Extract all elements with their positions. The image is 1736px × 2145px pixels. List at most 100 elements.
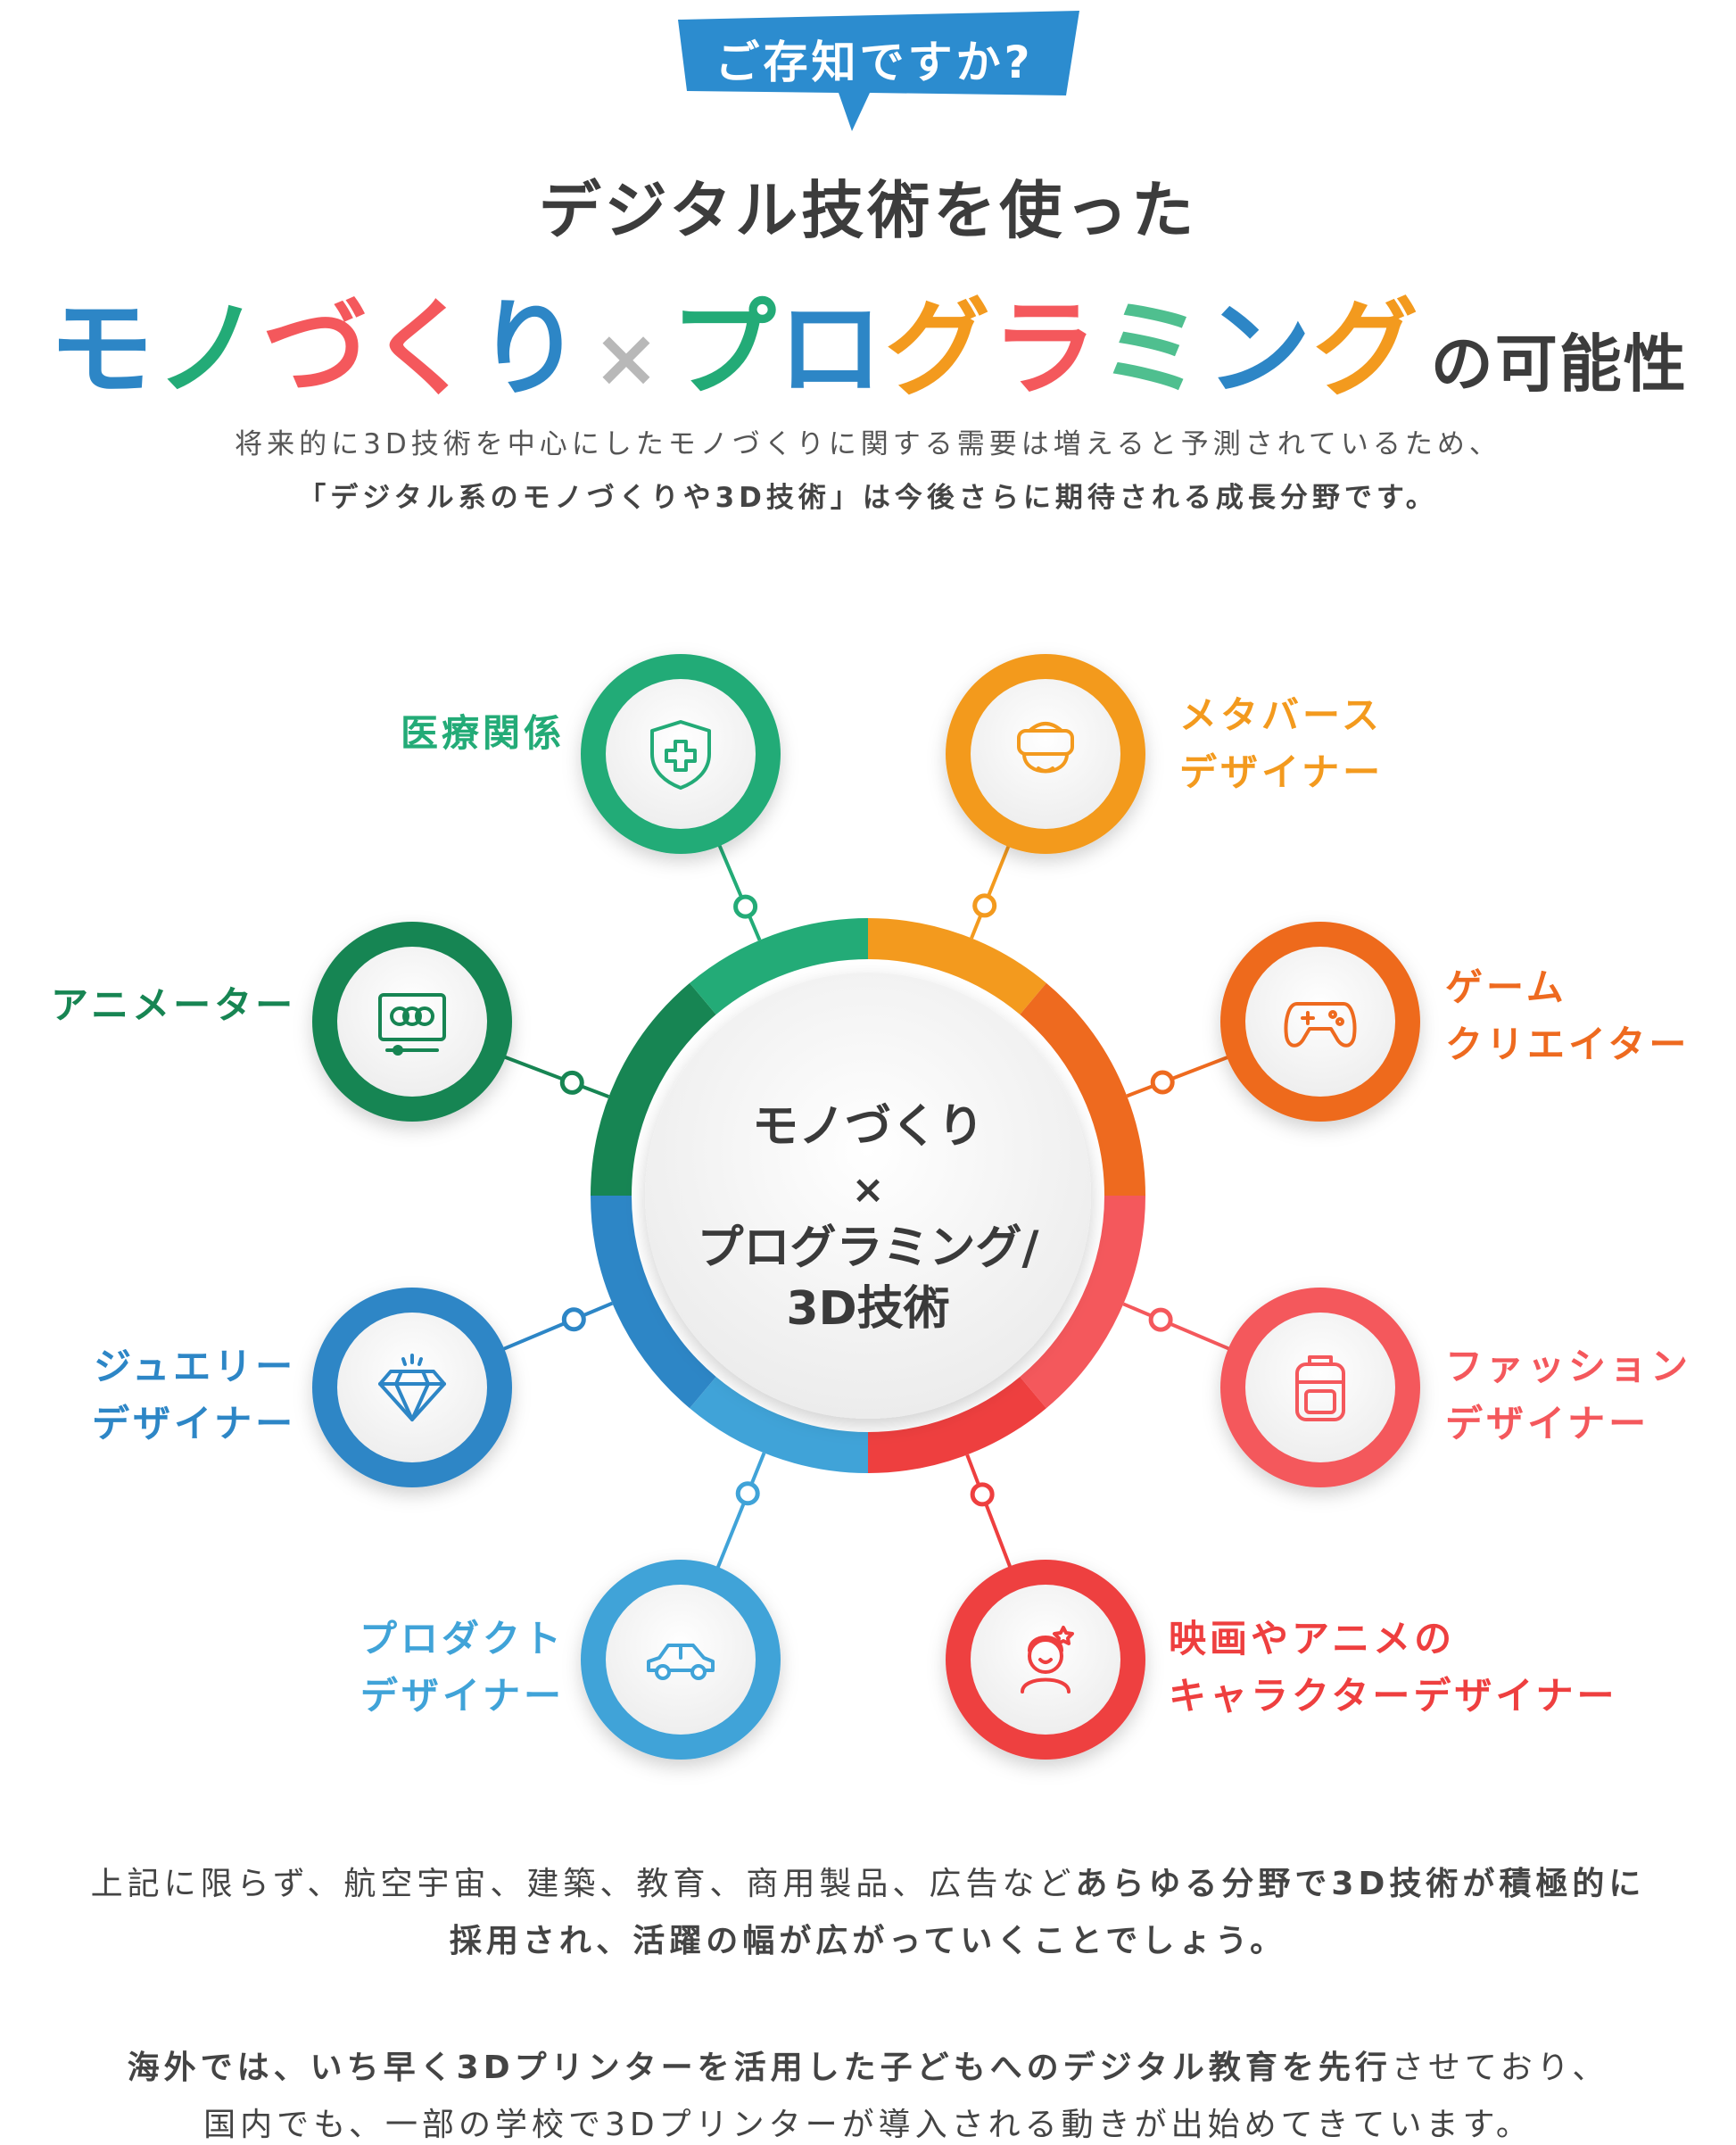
headline-cross: × [592, 311, 662, 405]
footer-p2-line2: 国内でも、一部の学校で3Dプリンターが導入される動きが出始めてきています。 [203, 2107, 1533, 2143]
headline-word-monozukuri: モノづくり [48, 287, 583, 410]
career-label-line: キャラクターデザイナー [1169, 1674, 1618, 1718]
connector-joint [559, 1070, 584, 1095]
badge-bubble [678, 11, 1079, 131]
connector-line [965, 1453, 1013, 1569]
node-inner-circle [971, 1585, 1120, 1735]
node-inner-circle [337, 947, 487, 1097]
career-label: アニメーター [51, 977, 296, 1034]
vr-headset-icon [1017, 722, 1074, 774]
connector-line [717, 843, 762, 941]
shield-plus-icon [650, 720, 711, 790]
connector-line [970, 844, 1011, 940]
ring-segment [867, 918, 1046, 1015]
connector-line [715, 1452, 766, 1569]
film-reel-icon [378, 993, 446, 1056]
connector-lines [501, 843, 1231, 1569]
ring-segment [1020, 1195, 1145, 1409]
headline-char: ラ [991, 287, 1099, 410]
career-label: ファッションデザイナー [1445, 1338, 1691, 1453]
node-inner-circle [606, 679, 756, 829]
character-icon [1021, 1626, 1074, 1694]
career-label-line: メタバース [1179, 693, 1383, 737]
headline-word-programming: プログラミング [671, 287, 1420, 410]
connector-line [1122, 1302, 1231, 1351]
hub-line1: モノづくり [752, 1100, 984, 1154]
node-inner-circle [1245, 1313, 1395, 1462]
headline-char: モ [48, 287, 156, 410]
career-node [312, 922, 512, 1122]
career-label-line: デザイナー [1179, 750, 1385, 794]
connector-joint [561, 1307, 586, 1332]
headline-char: ロ [777, 287, 885, 410]
ring-segment [1020, 982, 1145, 1197]
connector-line [501, 1301, 614, 1352]
node-inner-circle [337, 1313, 487, 1462]
headline-char: く [369, 287, 477, 410]
headline-char: り [476, 287, 584, 410]
connector-line [1126, 1055, 1230, 1098]
career-node [1220, 1288, 1420, 1487]
career-label: 医療関係 [401, 705, 565, 762]
career-label-line: デザイナー [360, 1674, 566, 1718]
headline-line2: モノづくり×プログラミングの可能性 [0, 263, 1736, 416]
footer-p1-line2: 採用され、活躍の幅が広がっていくことでしょう。 [449, 1923, 1287, 1959]
ring-segment [591, 1195, 716, 1409]
career-label: プロダクトデザイナー [360, 1611, 565, 1725]
career-node [946, 654, 1145, 854]
hub-line2: × [852, 1167, 885, 1213]
hub-circle [645, 973, 1091, 1419]
career-label-line: プロダクト [360, 1617, 566, 1661]
career-label: ジュエリーデザイナー [92, 1338, 296, 1453]
career-label-line: ファッション [1445, 1345, 1692, 1388]
headline-char: グ [1312, 287, 1420, 410]
lead-line2: 「デジタル系のモノづくりや3D技術」は今後さらに期待される成長分野です。 [298, 482, 1438, 514]
car-icon [647, 1644, 715, 1680]
ring-segment [867, 1376, 1046, 1473]
career-label-line: 医療関係 [401, 711, 566, 755]
headline-char: づ [262, 287, 370, 410]
footer-p2-line1: 海外では、いち早く3Dプリンターを活用した子どもへのデジタル教育を先行させており… [0, 2041, 1736, 2088]
hub-ring [591, 918, 1145, 1473]
hub-line3: プログラミング/ [698, 1222, 1039, 1275]
career-label-line: 映画やアニメの [1169, 1617, 1456, 1661]
career-diagram: モノづくり × プログラミング/ 3D技術 [312, 654, 1420, 1760]
headline-char: ミ [1098, 287, 1206, 410]
career-label-line: デザイナー [92, 1402, 297, 1445]
headline-suffix: の可能性 [1430, 327, 1688, 401]
career-label-line: ジュエリー [94, 1345, 297, 1388]
headline-char: グ [884, 287, 992, 410]
career-label-line: アニメーター [51, 983, 297, 1027]
connector-joint [733, 894, 758, 919]
career-label-line: ゲーム [1445, 965, 1567, 1009]
connector-joint [1150, 1070, 1175, 1095]
gamepad-icon [1284, 1002, 1357, 1048]
footer-p2-line1-regular: させており、 [1391, 2050, 1609, 2086]
ring-segment [591, 982, 716, 1197]
connector-joint [735, 1481, 760, 1506]
connector-joint [970, 1482, 995, 1507]
diamond-icon [378, 1354, 446, 1421]
career-node [581, 1560, 781, 1760]
footer-p1-line1-regular: 上記に限らず、航空宇宙、建築、教育、商用製品、広告など [90, 1866, 1076, 1902]
node-inner-circle [1245, 947, 1395, 1097]
connector-line [503, 1055, 610, 1098]
footer-p2-line1-bold: 海外では、いち早く3Dプリンターを活用した子どもへのデジタル教育を先行 [127, 2050, 1392, 2086]
connector-joint [1148, 1307, 1173, 1332]
career-node [946, 1560, 1145, 1760]
headline-char: プ [670, 287, 778, 410]
career-label-line: デザイナー [1445, 1402, 1650, 1445]
hub-line4: 3D技術 [786, 1282, 949, 1336]
connector-joint [972, 893, 997, 918]
career-label: メタバースデザイナー [1179, 687, 1384, 801]
ring-segment [690, 1376, 869, 1473]
career-label-line: クリエイター [1445, 1023, 1691, 1066]
career-label: 映画やアニメのキャラクターデザイナー [1169, 1611, 1617, 1725]
headline-line1: デジタル技術を使った [538, 174, 1198, 247]
footer-p1-line1: 上記に限らず、航空宇宙、建築、教育、商用製品、広告などあらゆる分野で3D技術が積… [0, 1858, 1736, 1904]
footer-p1-line1-bold: あらゆる分野で3D技術が積極的に [1075, 1866, 1646, 1902]
headline-char: ノ [155, 287, 263, 410]
career-node [581, 654, 781, 854]
ring-segment [690, 918, 869, 1015]
badge-label: ご存知ですか? [715, 37, 1034, 88]
